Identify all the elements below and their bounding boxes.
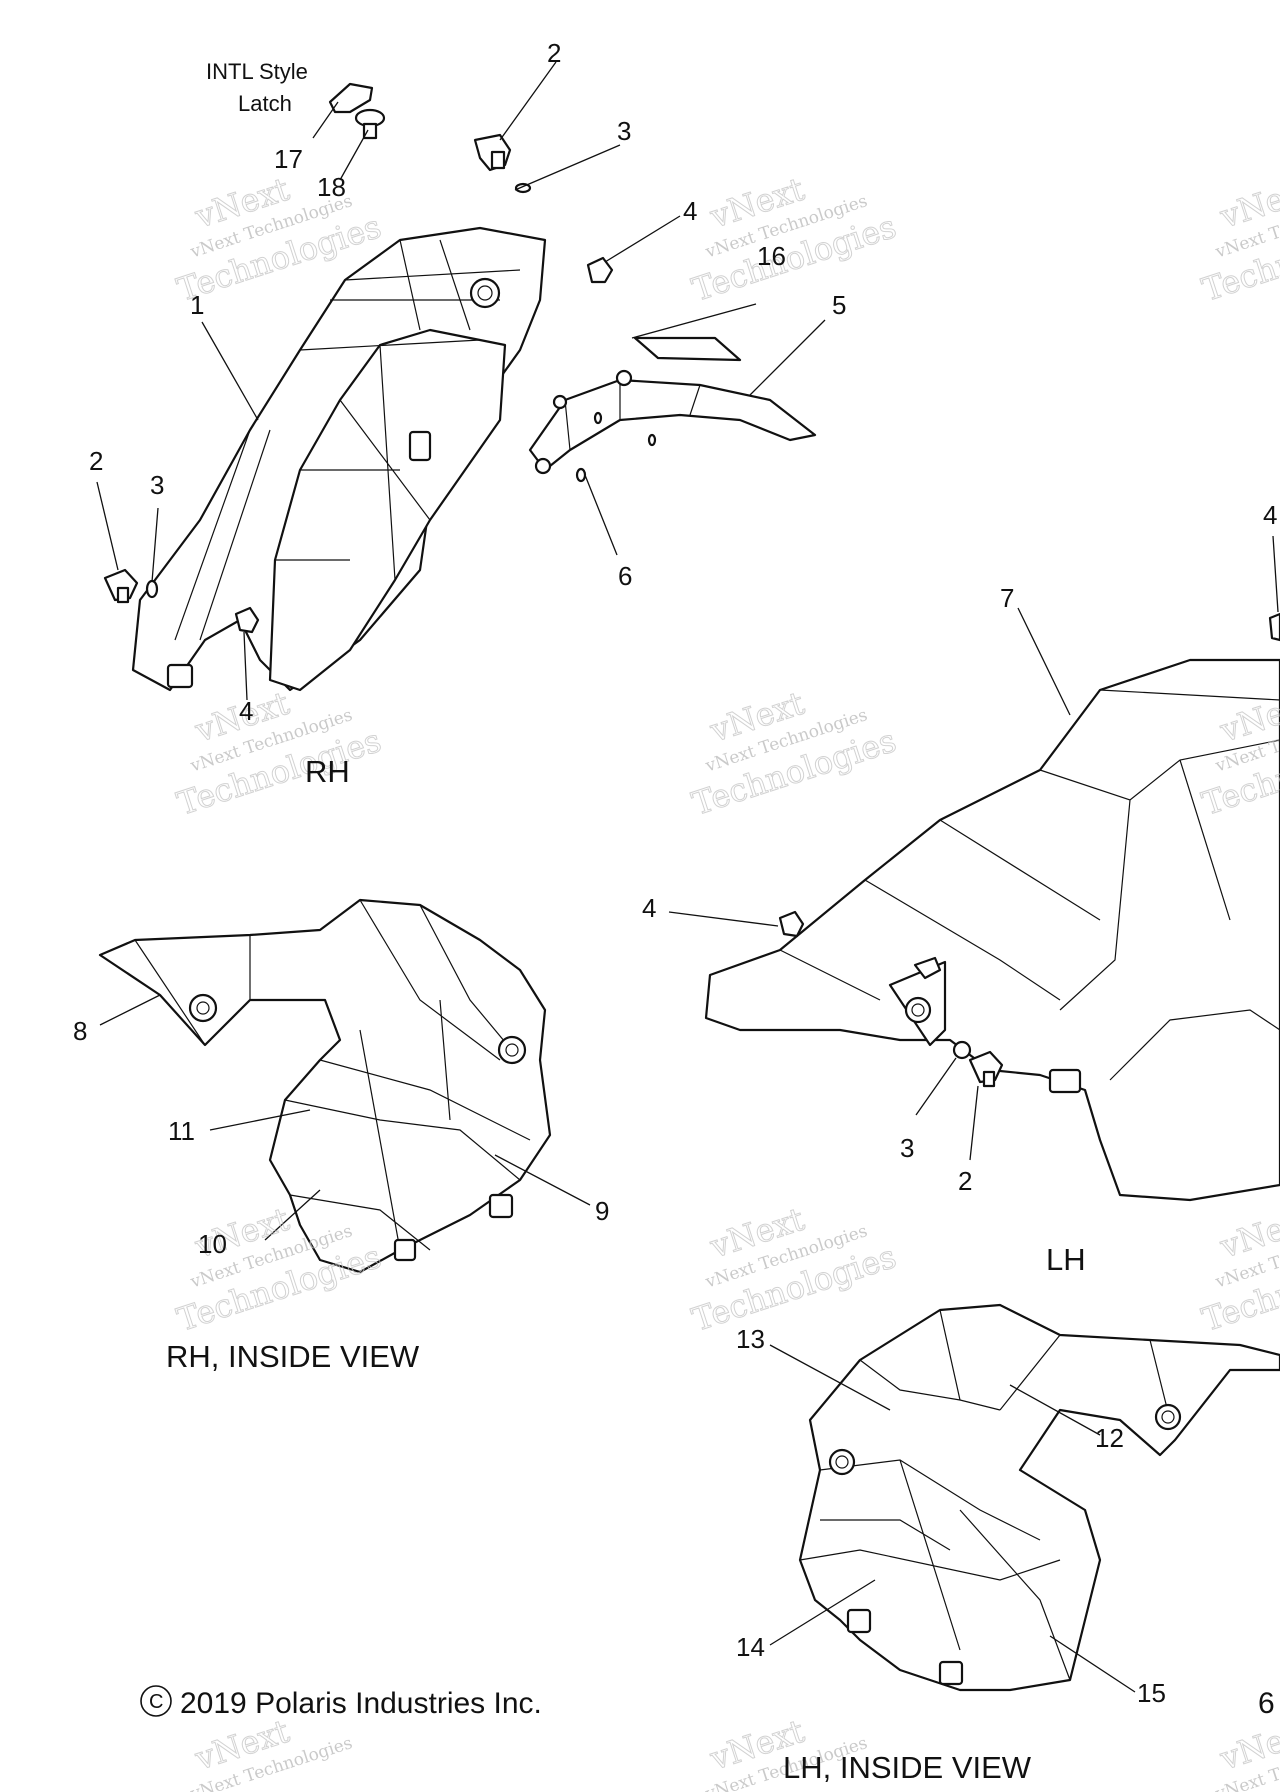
grommet-icon <box>586 256 614 284</box>
rh-inside-view-label: RH, INSIDE VIEW <box>166 1339 420 1374</box>
push-rivet-icon <box>473 133 512 172</box>
rh-inside-view <box>98 898 591 1274</box>
push-rivet-icon <box>968 1050 1004 1088</box>
callout-9: 9 <box>595 1196 609 1226</box>
callout-15: 15 <box>1137 1678 1166 1708</box>
copyright-notice: C 2019 Polaris Industries Inc. <box>140 1685 542 1720</box>
callout-11: 11 <box>168 1116 195 1146</box>
callout-4: 4 <box>1263 500 1277 530</box>
lh-fender-assembly <box>668 535 1280 1202</box>
lh-inside-view <box>769 1303 1280 1693</box>
page-number-fragment: 6 <box>1258 1687 1275 1720</box>
callout-4: 4 <box>642 893 656 923</box>
callout-6: 6 <box>618 561 632 591</box>
callout-2: 2 <box>89 446 103 476</box>
callout-12: 12 <box>1095 1423 1124 1453</box>
callout-13: 13 <box>736 1324 765 1354</box>
intl-style-label: INTL Style <box>206 59 308 84</box>
callout-labels: 1 2 3 4 16 5 6 2 3 4 17 18 4 7 4 3 2 8 1… <box>73 38 1277 1708</box>
rh-fender-assembly <box>96 61 826 701</box>
callout-17: 17 <box>274 144 303 174</box>
callout-3: 3 <box>900 1133 914 1163</box>
lh-view-label: LH <box>1046 1242 1086 1277</box>
lh-inside-view-label: LH, INSIDE VIEW <box>783 1750 1032 1785</box>
callout-5: 5 <box>832 290 846 320</box>
callout-1: 1 <box>190 290 204 320</box>
grommet-icon <box>234 606 260 634</box>
callout-4: 4 <box>239 696 253 726</box>
latch-button-icon <box>354 108 386 140</box>
callout-4: 4 <box>683 196 697 226</box>
grommet-icon <box>1268 612 1280 642</box>
callout-16: 16 <box>757 241 786 271</box>
rh-view-label: RH <box>305 754 350 789</box>
callout-18: 18 <box>317 172 346 202</box>
callout-2: 2 <box>547 38 561 68</box>
push-rivet-icon <box>103 568 139 604</box>
copyright-text: 2019 Polaris Industries Inc. <box>180 1687 542 1720</box>
callout-3: 3 <box>617 116 631 146</box>
grommet-icon <box>778 910 805 938</box>
copyright-symbol: C <box>149 1691 163 1713</box>
callout-3: 3 <box>150 470 164 500</box>
callout-14: 14 <box>736 1632 765 1662</box>
callout-2: 2 <box>958 1166 972 1196</box>
copyright-icon <box>140 1685 172 1717</box>
callout-10: 10 <box>198 1229 227 1259</box>
latch-label: Latch <box>238 91 292 116</box>
callout-7: 7 <box>1000 583 1014 613</box>
callout-8: 8 <box>73 1016 87 1046</box>
latch-icon <box>328 82 374 114</box>
